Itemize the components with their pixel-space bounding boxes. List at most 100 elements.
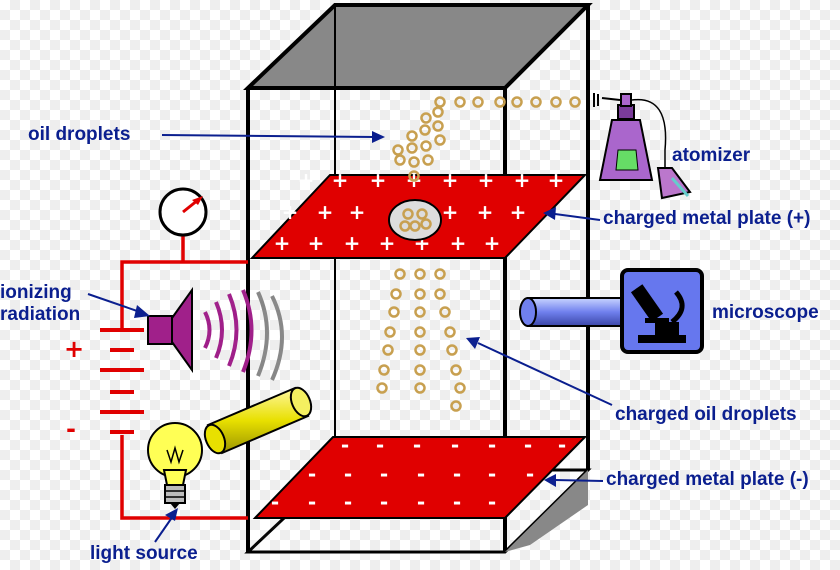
oil-droplet: [399, 220, 411, 232]
oil-droplet: [454, 382, 466, 394]
oil-droplet: [446, 344, 458, 356]
oil-droplet: [414, 288, 426, 300]
oil-droplet: [530, 96, 542, 108]
oil-droplet: [414, 382, 426, 394]
light-bulb-icon: [147, 422, 203, 509]
minus-sign: -: [524, 433, 532, 457]
oil-droplet: [408, 156, 420, 168]
minus-sign: -: [344, 490, 352, 514]
oil-droplet: [434, 288, 446, 300]
oil-droplet: [450, 364, 462, 376]
speaker-icon: [147, 286, 284, 381]
oil-droplet: [434, 96, 446, 108]
minus-sign: -: [380, 490, 388, 514]
oil-droplet: [414, 326, 426, 338]
label-charged-oil-droplets: charged oil droplets: [615, 404, 797, 425]
minus-sign: -: [380, 462, 388, 486]
oil-droplet: [394, 268, 406, 280]
plus-sign: +: [442, 200, 459, 224]
droplets: [376, 96, 581, 412]
oil-droplet: [432, 106, 444, 118]
label-ionizing-radiation-line1: ionizing: [0, 282, 72, 303]
microscope-icon: [620, 268, 704, 354]
oil-droplet: [422, 154, 434, 166]
oil-droplet: [420, 112, 432, 124]
battery-minus-sign: -: [66, 415, 76, 443]
label-light-source: light source: [90, 543, 198, 564]
plus-sign: +: [274, 231, 291, 255]
minus-sign: -: [451, 433, 459, 457]
minus-sign: -: [488, 490, 496, 514]
minus-sign: -: [558, 433, 566, 457]
plus-sign: +: [514, 168, 531, 192]
plus-signs: +++++++++++++++++++++: [274, 168, 565, 255]
chamber-top-face: [243, 3, 593, 90]
plus-sign: +: [478, 168, 495, 192]
oil-droplet: [376, 382, 388, 394]
oil-droplet: [414, 344, 426, 356]
light-beam-rod: [203, 386, 313, 455]
plus-sign: +: [484, 231, 501, 255]
plus-sign: +: [282, 200, 299, 224]
chamber-floor-shade: [505, 470, 588, 552]
label-charged-metal-plate-negative: charged metal plate (-): [606, 469, 809, 490]
oil-droplet: [432, 120, 444, 132]
oil-droplet: [419, 124, 431, 136]
minus-sign: -: [308, 490, 316, 514]
oil-droplet: [394, 154, 406, 166]
plate-hole: [388, 199, 442, 241]
battery-plus-sign: +: [64, 335, 84, 363]
plus-sign: +: [379, 231, 396, 255]
oil-droplet: [408, 170, 420, 182]
minus-sign: -: [453, 490, 461, 514]
minus-sign: -: [526, 462, 534, 486]
oil-droplet: [406, 130, 418, 142]
oil-droplet: [420, 140, 432, 152]
label-ionizing-radiation-line2: radiation: [0, 304, 81, 325]
oil-droplet: [472, 96, 484, 108]
oil-droplet: [439, 306, 451, 318]
minus-sign: -: [341, 433, 349, 457]
battery-icon: [100, 328, 144, 434]
oil-droplet: [569, 96, 581, 108]
minus-sign: -: [376, 433, 384, 457]
plus-sign: +: [332, 168, 349, 192]
plus-sign: +: [477, 200, 494, 224]
oil-droplet: [382, 344, 394, 356]
oil-droplet: [402, 208, 414, 220]
oil-droplet: [444, 326, 456, 338]
minus-sign: -: [488, 433, 496, 457]
microscope-tube: [519, 297, 627, 327]
oil-droplet: [434, 134, 446, 146]
pointer-arrows: [87, 131, 613, 543]
plus-sign: +: [370, 168, 387, 192]
atomizer-icon: [593, 93, 692, 200]
label-microscope: microscope: [712, 302, 819, 323]
voltmeter-icon: [158, 187, 208, 237]
oil-droplet: [414, 364, 426, 376]
plus-sign: +: [510, 200, 527, 224]
oil-droplet: [450, 400, 462, 412]
plus-sign: +: [450, 231, 467, 255]
minus-sign: -: [417, 462, 425, 486]
oil-droplet: [434, 268, 446, 280]
minus-sign: -: [413, 433, 421, 457]
oil-droplet: [392, 144, 404, 156]
minus-sign: -: [344, 462, 352, 486]
oil-droplet: [494, 96, 506, 108]
oil-droplet: [388, 306, 400, 318]
oil-droplet: [416, 208, 428, 220]
oil-droplet: [384, 326, 396, 338]
oil-droplet: [550, 96, 562, 108]
plus-sign: +: [548, 168, 565, 192]
oil-droplet: [414, 306, 426, 318]
minus-sign: -: [271, 490, 279, 514]
negative-plate: [252, 436, 588, 519]
minus-sign: -: [417, 490, 425, 514]
plus-sign: +: [308, 231, 325, 255]
oil-droplet: [406, 142, 418, 154]
label-atomizer: atomizer: [672, 145, 751, 166]
oil-droplet: [378, 364, 390, 376]
plus-sign: +: [442, 168, 459, 192]
